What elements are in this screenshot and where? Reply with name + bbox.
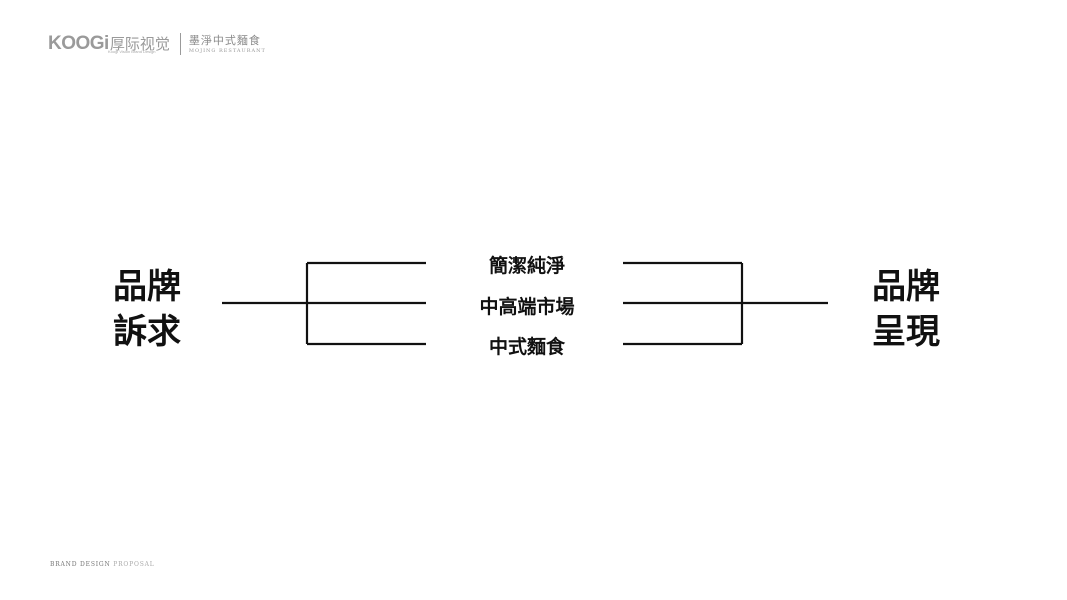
restaurant-en: MOJING RESTAURANT: [188, 47, 266, 54]
logo-tagline: Koogi Vision Brand Design: [108, 49, 156, 54]
right-label-line-1: 品牌: [872, 267, 940, 307]
left-label-line-2: 訴求: [113, 312, 181, 352]
brand-logo: KOOGi厚际视觉 Koogi Vision Brand Design: [48, 34, 170, 54]
footer-part-2: PROPOSAL: [113, 561, 155, 568]
footer-label: BRAND DESIGN PROPOSAL: [50, 561, 155, 568]
restaurant-cn: 墨淨中式麵食: [188, 33, 261, 47]
item-label-1: 簡潔純淨: [489, 254, 565, 277]
logo-mark: KOOGi厚际视觉: [48, 34, 170, 53]
restaurant-name: 墨淨中式麵食 MOJING RESTAURANT: [189, 35, 266, 54]
item-label-2: 中高端市場: [479, 295, 574, 318]
logo-text: KOOGi: [48, 33, 109, 54]
header-divider: [179, 33, 181, 55]
header: KOOGi厚际视觉 Koogi Vision Brand Design 墨淨中式…: [48, 32, 266, 56]
logo-cn: 厚际视觉: [109, 36, 170, 53]
bracket-lines: [222, 261, 828, 346]
item-label-3: 中式麵食: [489, 335, 566, 358]
footer-part-1: BRAND DESIGN: [50, 561, 111, 568]
left-label-line-1: 品牌: [113, 267, 181, 307]
right-label-line-2: 呈現: [872, 312, 940, 352]
